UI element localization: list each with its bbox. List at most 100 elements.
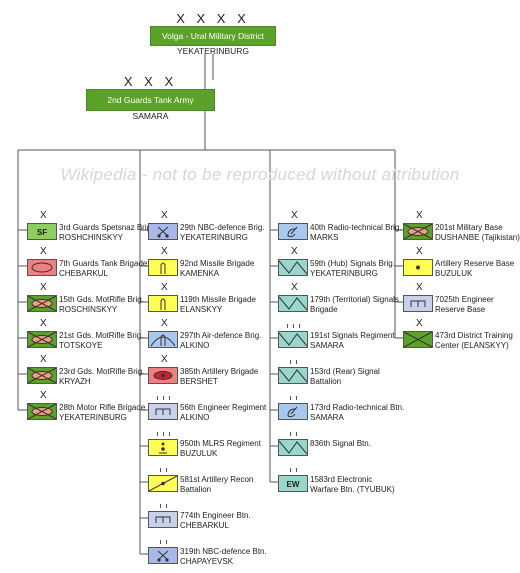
unit-symbol-signal-icon — [278, 331, 308, 348]
army-location: SAMARA — [132, 111, 169, 121]
echelon-tick — [290, 360, 291, 364]
unit-name: 297th Air-defence Brig. — [180, 331, 262, 340]
unit-symbol-motrifle-icon — [27, 295, 57, 312]
unit-name: 201st Military Base — [435, 223, 503, 232]
unit-location: SAMARA — [310, 340, 344, 350]
echelon-marker: X — [416, 318, 423, 329]
unit-location: BUZULUK — [435, 268, 473, 278]
echelon-marker: X — [161, 318, 168, 329]
echelon-marker: X — [416, 246, 423, 257]
unit-label: 23rd Gds. MotRifle Brig.KRYAZH — [59, 367, 144, 386]
unit-name: 473rd District Training — [435, 331, 513, 340]
unit-label: 29th NBC-defence Brig.YEKATERINBURG — [180, 223, 265, 242]
unit-name: 59th (Hub) Signals Brig. — [310, 259, 395, 268]
unit-name: 92nd Missile Brigade — [180, 259, 255, 268]
echelon-marker: X — [161, 354, 168, 365]
svg-text:SF: SF — [37, 228, 47, 237]
unit-symbol-motrifle-icon — [27, 403, 57, 420]
echelon-marker: X — [40, 246, 47, 257]
unit-location: CHEBARKUL — [59, 268, 108, 278]
unit-symbol-ew-icon: EW — [278, 475, 308, 492]
echelon-tick — [290, 468, 291, 472]
unit-label: 21st Gds. MotRifle Brig.TOTSKOYE — [59, 331, 143, 350]
unit-name: 56th Engineer Regiment — [180, 403, 267, 412]
echelon-tick — [290, 432, 291, 436]
unit-location: ROSCHINSKYY — [59, 304, 118, 314]
unit-symbol-recon-icon — [148, 475, 178, 492]
echelon-marker: X — [291, 282, 298, 293]
unit-symbol-motrifle-icon — [403, 223, 433, 240]
unit-name: 3rd Guards Spetsnaz Brig. — [59, 223, 154, 232]
unit-location: Reserve Base — [435, 304, 486, 314]
unit-location: KRYAZH — [59, 376, 91, 386]
unit-symbol-signal-icon — [278, 439, 308, 456]
unit-name: 153rd (Rear) Signal — [310, 367, 380, 376]
svg-text:EW: EW — [287, 480, 300, 489]
unit-location: BERSHET — [180, 376, 218, 386]
unit-location: MARKS — [310, 232, 339, 242]
echelon-tick — [287, 324, 288, 328]
unit-label: 319th NBC-defence Btn.CHAPAYEVSK — [180, 547, 267, 566]
unit-symbol-mlrs-icon — [148, 439, 178, 456]
army-hq: X X X 2nd Guards Tank Army SAMARA — [86, 75, 215, 121]
unit-label: 3rd Guards Spetsnaz Brig.ROSHCHINSKYY — [59, 223, 153, 242]
unit-name: 836th Signal Btn. — [310, 439, 371, 448]
unit-location: TOTSKOYE — [59, 340, 103, 350]
echelon-tick — [166, 540, 167, 544]
unit-location: ELANSKYY — [180, 304, 223, 314]
unit-name: Artillery Reserve Base — [435, 259, 515, 268]
unit-name: 7025th Engineer — [435, 295, 494, 304]
unit-location: BUZULUK — [180, 448, 218, 458]
unit-symbol-artillery-icon — [148, 367, 178, 384]
echelon-tick — [296, 360, 297, 364]
district-location: YEKATERINBURG — [176, 46, 250, 56]
unit-location: YEKATERINBURG — [59, 412, 127, 422]
unit-name: 950th MLRS Regiment — [180, 439, 261, 448]
unit-name: 40th Radio-technical Brig. — [310, 223, 402, 232]
unit-label: 297th Air-defence Brig.ALKINO — [180, 331, 261, 350]
unit-location: Battalion — [180, 484, 212, 494]
unit-name: 774th Engineer Btn. — [180, 511, 251, 520]
echelon-tick — [299, 324, 300, 328]
unit-symbol-nbc-icon — [148, 547, 178, 564]
echelon-tick — [166, 468, 167, 472]
unit-symbol-engineer-icon — [148, 511, 178, 528]
unit-name: 21st Gds. MotRifle Brig. — [59, 331, 144, 340]
echelon-tick — [290, 396, 291, 400]
unit-name: 7th Guards Tank Brigade — [59, 259, 148, 268]
echelon-marker: X — [40, 282, 47, 293]
echelon-marker: X — [40, 210, 47, 221]
unit-label: 59th (Hub) Signals Brig.YEKATERINBURG — [310, 259, 395, 278]
unit-symbol-sf-icon: SF — [27, 223, 57, 240]
unit-symbol-motrifle-icon — [27, 331, 57, 348]
echelon-marker: X — [161, 282, 168, 293]
unit-name: 28th Motor Rifle Brigade — [59, 403, 146, 412]
echelon-tick — [160, 540, 161, 544]
unit-label: 173rd Radio-technical Btn.SAMARA — [310, 403, 404, 422]
unit-symbol-tank-icon — [27, 259, 57, 276]
unit-symbol-missile-icon — [148, 259, 178, 276]
unit-location: ALKINO — [180, 340, 210, 350]
watermark: Wikipedia - not to be reproduced without… — [60, 165, 460, 184]
echelon-tick — [157, 396, 158, 400]
echelon-tick — [296, 432, 297, 436]
unit-location: Battalion — [310, 376, 342, 386]
echelon-tick — [160, 504, 161, 508]
unit-symbol-dot-icon — [403, 259, 433, 276]
unit-location: DUSHANBE (Tajikistan) — [435, 232, 520, 242]
unit-name: 23rd Gds. MotRifle Brig. — [59, 367, 145, 376]
unit-symbol-airdefence-icon — [148, 331, 178, 348]
unit-symbol-signal-icon — [278, 295, 308, 312]
